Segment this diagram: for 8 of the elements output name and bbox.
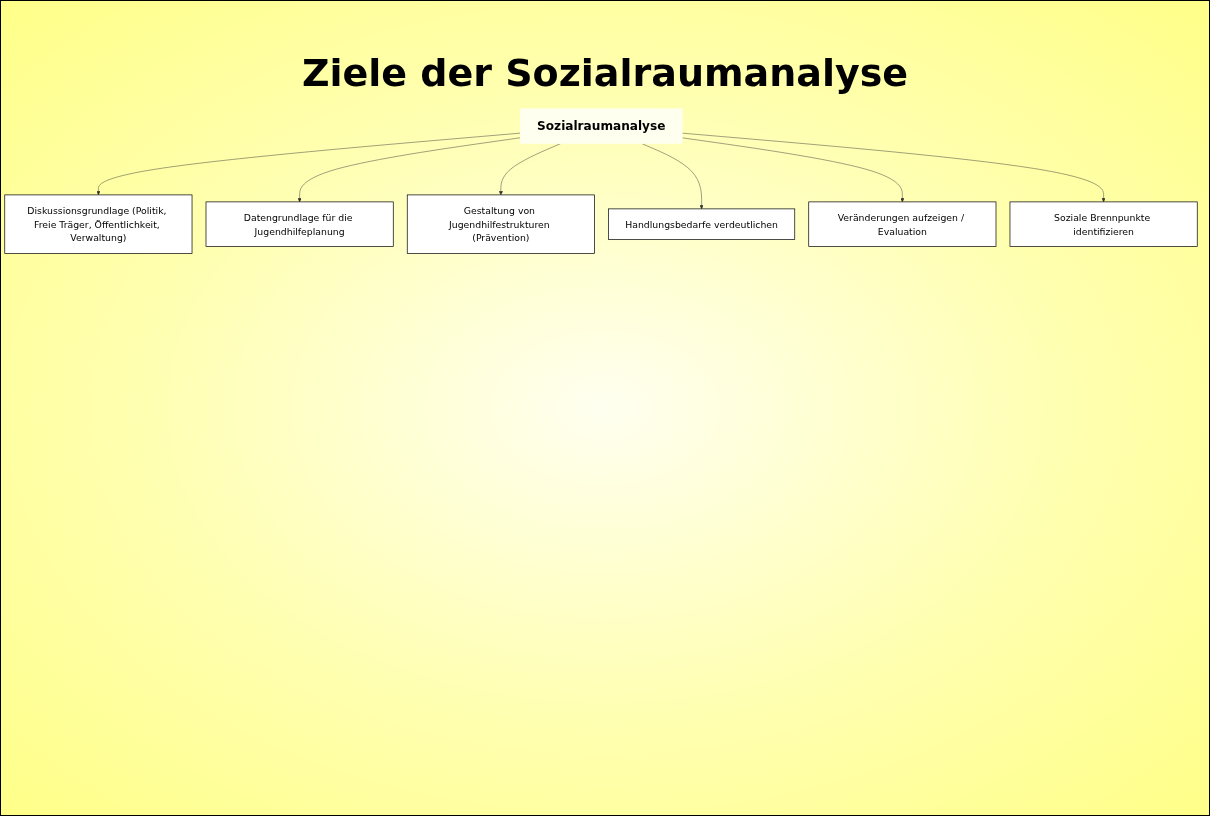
node-box: Gestaltung von Jugendhilfestrukturen (Prävention) xyxy=(406,194,595,254)
node-box: Diskussionsgrundlage (Politik, Freie Träger, Öffentlichkeit, Verwaltung) xyxy=(4,194,193,254)
node-box: Handlungsbedarfe verdeutlichen xyxy=(608,208,796,240)
diagram-title: Ziele der Sozialraumanalyse xyxy=(300,51,910,95)
node-box: Datengrundlage für die Jugendhilfeplanung xyxy=(205,201,394,247)
node-box: Sozialraumanalyse xyxy=(520,108,683,144)
node-box: Veränderungen aufzeigen / Evaluation xyxy=(808,201,997,247)
node-box: Soziale Brennpunkte identifizieren xyxy=(1009,201,1198,247)
